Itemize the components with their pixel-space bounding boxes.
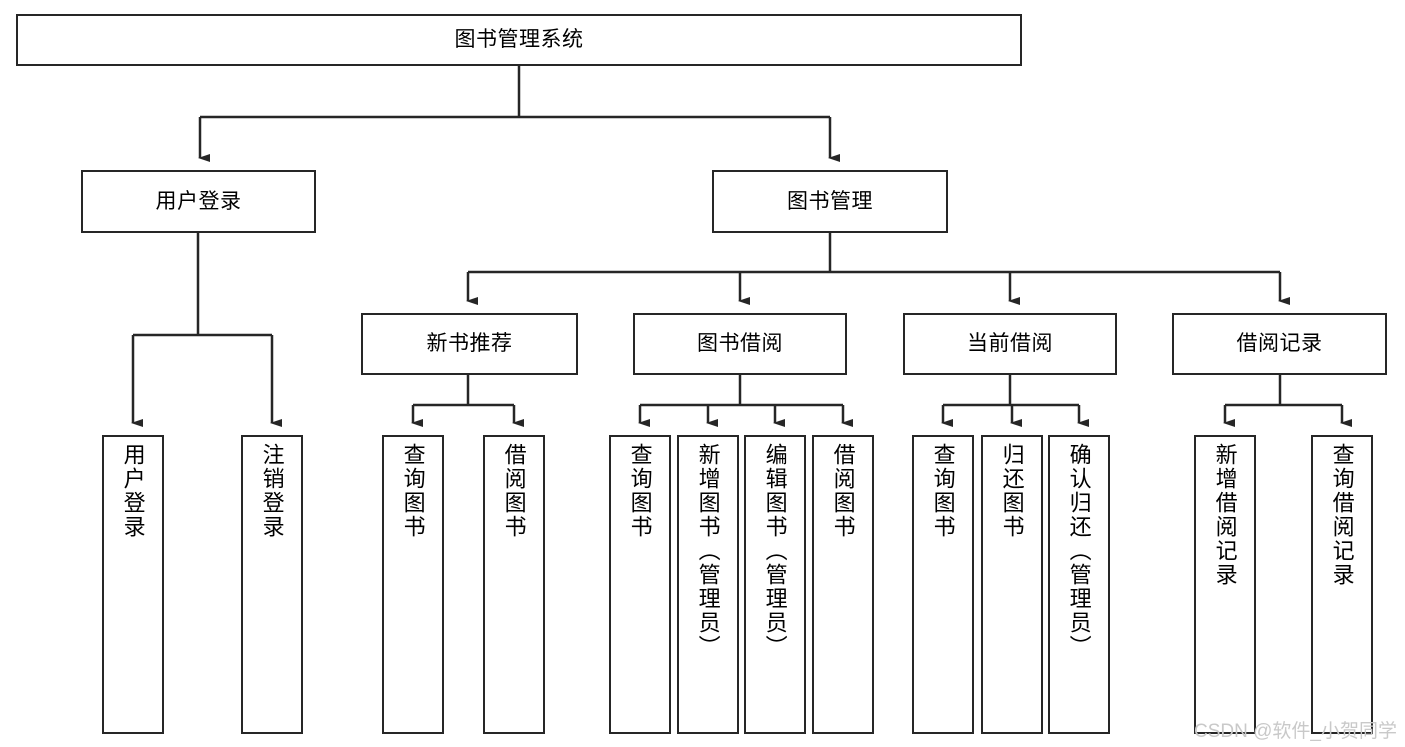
node-leaf-record-2[interactable]: 查询借阅记录 (1311, 435, 1373, 734)
node-leaf-current-3[interactable]: 确认归还（管理员） (1048, 435, 1110, 734)
node-leaf-current-1[interactable]: 查询图书 (912, 435, 974, 734)
node-leaf-record-2-label: 查询借阅记录 (1329, 443, 1355, 587)
node-book-management-label: 图书管理 (787, 189, 873, 213)
node-root-label: 图书管理系统 (454, 28, 584, 52)
node-root[interactable]: 图书管理系统 (16, 14, 1022, 66)
node-leaf-current-2[interactable]: 归还图书 (981, 435, 1043, 734)
node-leaf-recommend-1-label: 查询图书 (400, 443, 426, 539)
node-borrow-record-label: 借阅记录 (1236, 332, 1323, 356)
node-leaf-borrow-2-label: 新增图书（管理员） (695, 443, 721, 659)
node-new-book-recommend[interactable]: 新书推荐 (361, 313, 578, 375)
node-leaf-borrow-4[interactable]: 借阅图书 (812, 435, 874, 734)
node-new-book-recommend-label: 新书推荐 (426, 332, 513, 356)
node-book-borrow-label: 图书借阅 (697, 332, 783, 356)
node-current-borrow[interactable]: 当前借阅 (903, 313, 1117, 375)
node-leaf-current-2-label: 归还图书 (999, 443, 1025, 539)
node-leaf-user-login-2[interactable]: 注销登录 (241, 435, 303, 734)
node-leaf-current-1-label: 查询图书 (930, 443, 956, 539)
node-leaf-borrow-2[interactable]: 新增图书（管理员） (677, 435, 739, 734)
node-leaf-borrow-3-label: 编辑图书（管理员） (762, 443, 788, 659)
node-user-login-label: 用户登录 (155, 189, 242, 213)
node-leaf-borrow-1[interactable]: 查询图书 (609, 435, 671, 734)
node-leaf-record-1[interactable]: 新增借阅记录 (1194, 435, 1256, 734)
csdn-watermark: CSDN @软件_小贺同学 (1194, 721, 1397, 742)
node-leaf-user-login-1-label: 用户登录 (120, 443, 146, 539)
node-leaf-recommend-2[interactable]: 借阅图书 (483, 435, 545, 734)
node-leaf-borrow-1-label: 查询图书 (627, 443, 653, 539)
node-leaf-borrow-4-label: 借阅图书 (830, 443, 856, 539)
node-book-management[interactable]: 图书管理 (712, 170, 948, 233)
node-leaf-recommend-2-label: 借阅图书 (501, 443, 527, 539)
node-leaf-borrow-3[interactable]: 编辑图书（管理员） (744, 435, 806, 734)
node-borrow-record[interactable]: 借阅记录 (1172, 313, 1387, 375)
node-leaf-current-3-label: 确认归还（管理员） (1066, 443, 1092, 659)
node-leaf-recommend-1[interactable]: 查询图书 (382, 435, 444, 734)
node-leaf-user-login-2-label: 注销登录 (259, 443, 285, 539)
node-current-borrow-label: 当前借阅 (967, 332, 1053, 356)
node-leaf-user-login-1[interactable]: 用户登录 (102, 435, 164, 734)
node-book-borrow[interactable]: 图书借阅 (633, 313, 847, 375)
node-user-login[interactable]: 用户登录 (81, 170, 316, 233)
node-leaf-record-1-label: 新增借阅记录 (1212, 443, 1238, 587)
